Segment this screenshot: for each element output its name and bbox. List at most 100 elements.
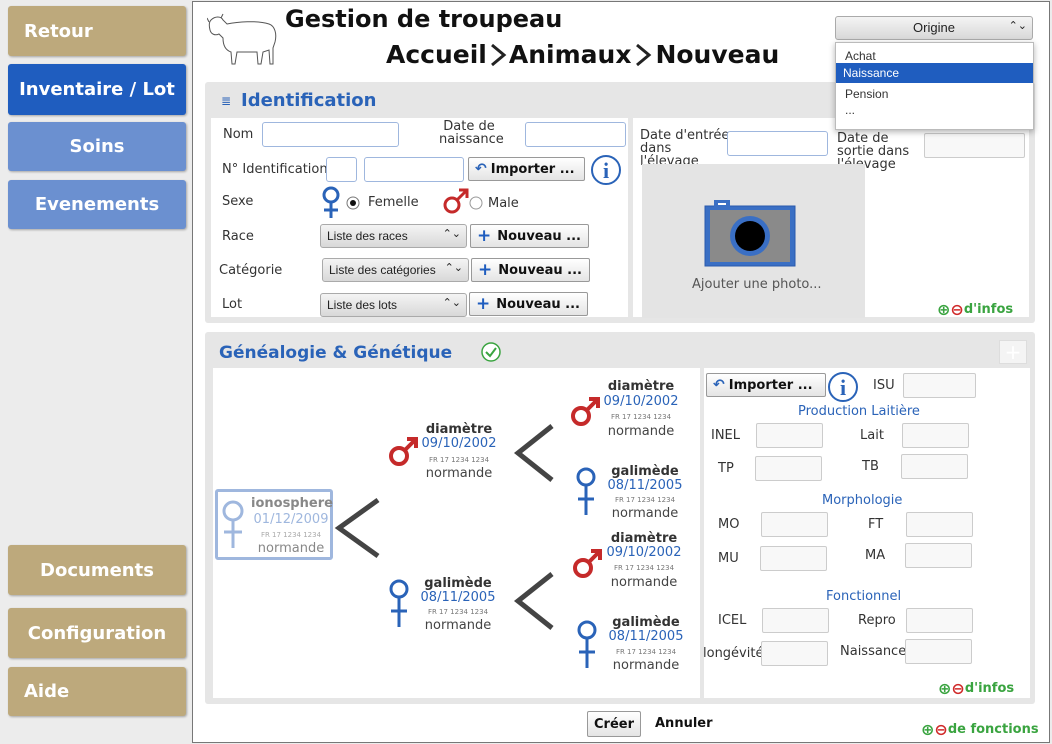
icel-input[interactable]: [762, 608, 829, 633]
photo-upload-area[interactable]: Ajouter une photo...: [642, 164, 865, 318]
cow-logo-icon: [207, 13, 277, 65]
page-title: Gestion de troupeau: [285, 5, 563, 33]
date-naissance-input[interactable]: [525, 122, 626, 147]
annuler-button[interactable]: Annuler: [655, 716, 713, 731]
expand-button[interactable]: +: [999, 340, 1027, 364]
mf-date: 09/10/2002: [606, 545, 682, 560]
updown-caret-icon: ⌃⌄: [442, 297, 461, 309]
date-entree-label: Date d'entrée dans l'élevage: [640, 128, 730, 169]
race-nouveau-button[interactable]: +Nouveau ...: [470, 224, 589, 248]
lot-select[interactable]: Liste des lots⌃⌄: [320, 293, 467, 317]
nom-input[interactable]: [262, 122, 399, 147]
ma-input[interactable]: [905, 543, 972, 568]
lait-input[interactable]: [902, 423, 969, 448]
num-id-input[interactable]: [364, 157, 464, 182]
lait-label: Lait: [860, 428, 884, 443]
breadcrumb-animaux[interactable]: Animaux: [508, 40, 632, 69]
importer-button[interactable]: ↶ Importer ...: [468, 157, 585, 181]
longevite-input[interactable]: [761, 641, 828, 666]
mu-input[interactable]: [760, 546, 827, 571]
isu-input[interactable]: [903, 373, 976, 398]
race-select[interactable]: Liste des races⌃⌄: [320, 224, 467, 248]
genetics-importer-button[interactable]: ↶ Importer ...: [706, 373, 826, 397]
female-icon: [389, 579, 409, 627]
updown-caret-icon: ⌃⌄: [444, 262, 463, 274]
breadcrumb-nouveau: Nouveau: [655, 40, 780, 69]
subject-animal-card[interactable]: [215, 489, 333, 560]
origine-option-pension[interactable]: Pension: [845, 87, 889, 101]
isu-label: ISU: [873, 378, 895, 393]
race-label: Race: [222, 229, 254, 244]
nav-documents-button[interactable]: Documents: [8, 545, 186, 595]
mm-id: FR 17 1234 1234: [615, 648, 677, 656]
photo-label: Ajouter une photo...: [692, 277, 822, 292]
info-icon[interactable]: i: [590, 154, 622, 186]
svg-text:i: i: [603, 158, 609, 183]
origine-option-more[interactable]: ...: [845, 103, 856, 117]
male-icon: [571, 397, 600, 426]
inel-input[interactable]: [756, 423, 823, 448]
naissance-label: Naissance: [840, 644, 907, 659]
creer-button[interactable]: Créer: [587, 711, 641, 737]
female-icon: [577, 620, 597, 668]
nav-evenements-button[interactable]: Evenements: [8, 180, 186, 229]
genealogie-panel: [205, 332, 1035, 704]
plus-icon: +: [478, 260, 493, 280]
plus-fonctions-button[interactable]: ⊕ ⊖ de fonctions: [921, 720, 1039, 739]
date-sortie-input[interactable]: [924, 133, 1025, 158]
genealogie-title: Généalogie & Génétique: [219, 343, 453, 363]
categorie-label: Catégorie: [219, 263, 283, 278]
ff-name: diamètre: [607, 379, 675, 394]
genetics-plus-infos-button[interactable]: ⊕ ⊖ d'infos: [938, 679, 1015, 698]
femelle-label: Femelle: [368, 195, 419, 210]
pedigree-bracket-icon: [334, 497, 380, 559]
lot-nouveau-button[interactable]: +Nouveau ...: [469, 292, 588, 316]
camera-icon: [704, 200, 796, 267]
tp-label: TP: [718, 461, 734, 476]
breadcrumb-accueil[interactable]: Accueil: [386, 40, 487, 69]
import-icon: ↶: [713, 377, 725, 393]
nom-label: Nom: [223, 127, 254, 142]
repro-input[interactable]: [906, 608, 973, 633]
mother-id: FR 17 1234 1234: [427, 608, 489, 616]
updown-caret-icon: ⌃⌄: [1008, 20, 1027, 32]
info-icon[interactable]: i: [827, 371, 859, 403]
origine-option-achat[interactable]: Achat: [845, 49, 876, 63]
import-icon: ↶: [475, 161, 487, 177]
origine-select[interactable]: Origine ⌃⌄: [835, 16, 1033, 40]
subject-id: FR 17 1234 1234: [260, 531, 322, 539]
subject-date: 01/12/2009: [253, 512, 329, 527]
ft-label: FT: [868, 517, 884, 532]
subject-breed: normande: [257, 541, 325, 556]
male-radio[interactable]: [469, 196, 483, 210]
mo-input[interactable]: [761, 512, 828, 537]
naissance-input[interactable]: [905, 639, 972, 664]
male-label: Male: [488, 196, 519, 211]
tp-input[interactable]: [755, 456, 822, 481]
nav-soins-button[interactable]: Soins: [8, 122, 186, 171]
num-id-country-input[interactable]: [326, 157, 357, 182]
tb-input[interactable]: [901, 454, 968, 479]
main-window: Gestion de troupeau Accueil Animaux Nouv…: [192, 1, 1050, 743]
ft-input[interactable]: [906, 512, 973, 537]
categorie-select[interactable]: Liste des catégories⌃⌄: [322, 258, 469, 282]
plus-icon: +: [477, 226, 492, 246]
nav-aide-button[interactable]: Aide: [8, 667, 186, 716]
origine-option-naissance[interactable]: Naissance: [836, 63, 1033, 83]
origine-dropdown-menu: Achat Naissance Pension ...: [835, 42, 1034, 130]
chevron-right-icon: [490, 43, 507, 66]
nav-configuration-button[interactable]: Configuration: [8, 608, 186, 658]
plus-infos-button[interactable]: ⊕ ⊖ d'infos: [937, 300, 1014, 319]
mo-label: MO: [718, 517, 740, 532]
retour-button[interactable]: Retour: [8, 6, 186, 56]
categorie-nouveau-button[interactable]: +Nouveau ...: [471, 258, 590, 282]
fm-id: FR 17 1234 1234: [614, 496, 676, 504]
identification-title: Identification: [241, 90, 377, 111]
fonctionnel-title: Fonctionnel: [826, 589, 902, 604]
mother-name: galimède: [424, 576, 492, 591]
mf-name: diamètre: [610, 531, 678, 546]
femelle-radio[interactable]: [346, 196, 360, 210]
date-entree-input[interactable]: [727, 131, 828, 156]
nav-inventaire-button[interactable]: Inventaire / Lot: [8, 64, 186, 115]
add-circle-icon: ⊕: [937, 300, 951, 319]
